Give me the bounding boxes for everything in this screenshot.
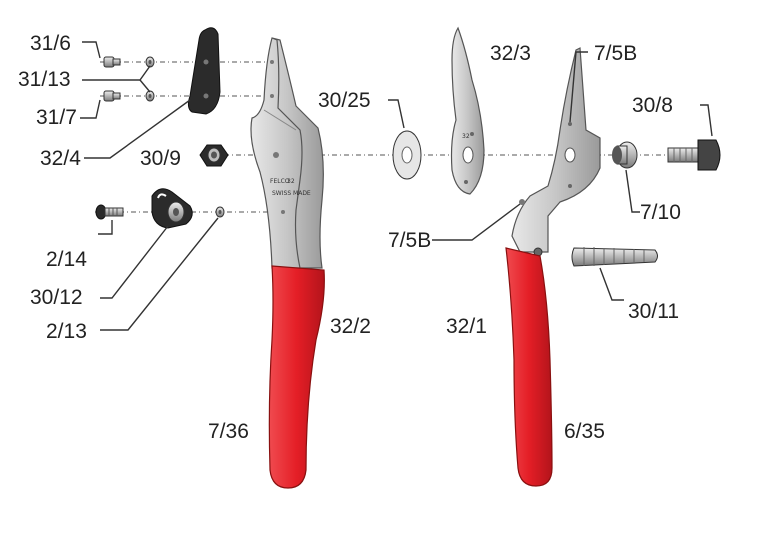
label-30-9: 30/9	[140, 147, 181, 170]
washer-2-13	[215, 206, 225, 218]
label-32-4: 32/4	[40, 147, 81, 170]
screw-31-7	[103, 90, 121, 102]
leader-lines	[80, 41, 713, 331]
spring-30-11	[571, 247, 658, 267]
label-32-1: 32/1	[446, 315, 487, 338]
label-7-10: 7/10	[640, 201, 681, 224]
blade-handle-grip	[505, 247, 553, 487]
label-32-2: 32/2	[330, 315, 371, 338]
screw-31-6	[103, 56, 121, 68]
label-31-13: 31/13	[18, 68, 71, 91]
anvil-handle-grip	[268, 265, 325, 489]
bolt-30-8	[667, 139, 721, 171]
stamp-number: 32	[287, 178, 295, 185]
label-31-7: 31/7	[36, 106, 77, 129]
screw-2-14	[95, 204, 124, 220]
bushing-7-10	[612, 141, 638, 169]
anvil-hole-lower	[203, 93, 209, 99]
label-30-11: 30/11	[628, 300, 679, 323]
label-7-36: 7/36	[208, 420, 249, 443]
blade-handle-32-1	[505, 47, 601, 487]
part-labels: 31/6 31/13 31/7 32/4 30/9 2/14 30/12 2/1…	[18, 32, 681, 443]
anvil-handle-metal	[250, 37, 324, 269]
stamp-origin: SWISS MADE	[272, 190, 311, 197]
anvil-handle-pivot-hole	[273, 152, 279, 158]
label-30-25: 30/25	[318, 89, 371, 112]
anvil-plate-32-4	[187, 27, 221, 115]
label-30-8: 30/8	[632, 94, 673, 117]
label-32-3: 32/3	[490, 42, 531, 65]
catch-30-12	[151, 188, 193, 229]
blade-handle-metal	[511, 47, 601, 253]
washer-30-25	[392, 130, 422, 180]
assembly-axes	[95, 61, 668, 213]
label-7-5B-mid: 7/5B	[388, 229, 431, 252]
label-7-5B-top: 7/5B	[594, 42, 637, 65]
blade-handle-pivot-hole	[564, 147, 576, 163]
stamp-brand: FELCO	[270, 178, 290, 185]
label-31-6: 31/6	[30, 32, 71, 55]
cutting-blade-32-3: 32	[450, 26, 485, 195]
washers-31-13	[145, 56, 155, 102]
label-6-35: 6/35	[564, 420, 605, 443]
counter-blade-stamp: 32	[462, 133, 470, 140]
anvil-handle-32-2: FELCO 32 SWISS MADE	[250, 37, 325, 489]
nut-30-9	[199, 144, 229, 167]
label-30-12: 30/12	[30, 286, 83, 309]
label-2-14: 2/14	[46, 248, 87, 271]
label-2-13: 2/13	[46, 320, 87, 343]
anvil-hole-upper	[203, 59, 209, 65]
